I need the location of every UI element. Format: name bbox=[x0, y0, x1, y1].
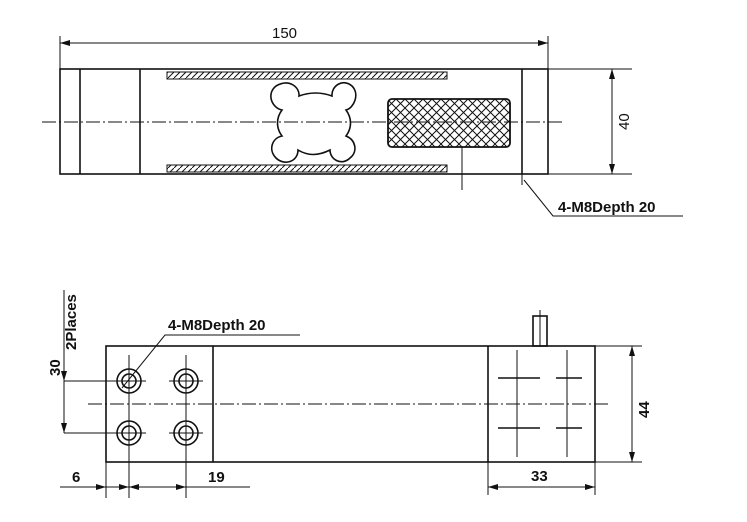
dim-height-label: 40 bbox=[616, 113, 633, 130]
top-hatch-strip bbox=[166, 71, 448, 80]
top-view: 150 40 4-M8Depth 20 bbox=[42, 25, 683, 217]
front-thread-callout: 4-M8Depth 20 bbox=[168, 317, 266, 334]
dim-end-block-label: 33 bbox=[531, 468, 548, 485]
places-label: 2Places bbox=[63, 294, 80, 350]
bottom-hatch-strip bbox=[166, 164, 448, 173]
front-view: 2Places 30 4-M8Depth 20 44 6 19 33 bbox=[47, 290, 653, 498]
label-plate bbox=[387, 98, 511, 148]
strain-hole bbox=[270, 81, 357, 163]
dim-edge-offset-label: 6 bbox=[72, 469, 80, 486]
dim-hole-spacing-v-label: 30 bbox=[47, 359, 64, 376]
top-thread-callout: 4-M8Depth 20 bbox=[558, 199, 656, 216]
dim-length-label: 150 bbox=[272, 25, 297, 42]
dim-hole-spacing-h-label: 19 bbox=[208, 469, 225, 486]
dim-height-front-label: 44 bbox=[636, 401, 653, 418]
